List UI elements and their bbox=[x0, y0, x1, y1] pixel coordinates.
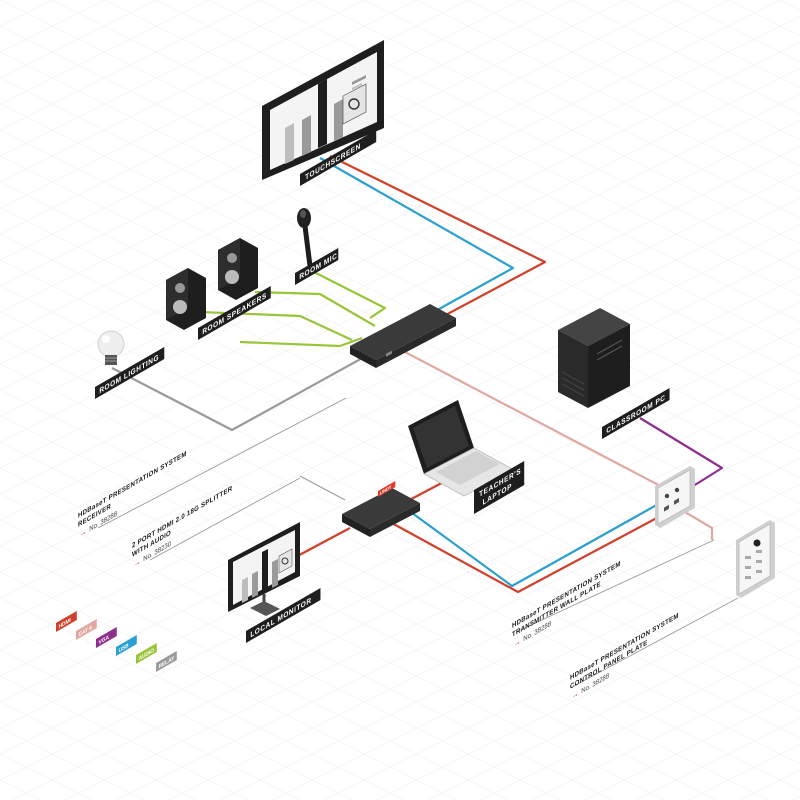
cable-touchscreen-usb bbox=[319, 157, 515, 315]
callout-lines bbox=[97, 397, 739, 687]
legend-label: VGA bbox=[99, 635, 109, 647]
cable-lighting-relay bbox=[111, 355, 367, 432]
transmitter-wall-plate-device bbox=[655, 466, 695, 528]
cable-mic-audio bbox=[309, 269, 387, 319]
legend-label: USB bbox=[119, 643, 129, 655]
legend-swatch bbox=[156, 651, 177, 672]
light-bulb-device bbox=[97, 330, 125, 365]
cable-speaker-audio-1 bbox=[254, 290, 376, 327]
hdmi-splitter-device: LINDY bbox=[342, 481, 420, 537]
classroom-pc-device bbox=[558, 308, 630, 408]
speaker-right bbox=[218, 238, 258, 300]
cable-receiver-cat6 bbox=[404, 351, 669, 491]
legend-swatch bbox=[136, 643, 157, 664]
local-monitor-device bbox=[228, 522, 300, 616]
legend-swatch bbox=[116, 635, 137, 656]
cable-relay-aux bbox=[299, 475, 346, 501]
splitter-logo: LINDY bbox=[380, 484, 392, 496]
control-plate-arrow-icon: → bbox=[572, 688, 579, 701]
legend-item-vga: VGA bbox=[96, 627, 117, 648]
speaker-left bbox=[166, 268, 206, 330]
touchscreen-device bbox=[262, 40, 384, 180]
cable-pc-vga bbox=[639, 417, 724, 489]
legend-swatch bbox=[96, 627, 117, 648]
cable-laptop-usb bbox=[407, 501, 663, 588]
receiver-arrow-icon: → bbox=[80, 526, 87, 539]
wall-plate-arrow-icon: → bbox=[514, 636, 521, 649]
microphone-device bbox=[297, 208, 313, 269]
legend-swatch bbox=[76, 619, 97, 640]
cable-wallplate-cat6 bbox=[684, 511, 714, 540]
control-panel-plate-device bbox=[736, 520, 775, 598]
cable-touchscreen-hdmi bbox=[329, 155, 547, 319]
cables bbox=[111, 155, 724, 594]
hdbaset-receiver-device bbox=[350, 304, 456, 368]
teacher-laptop-device bbox=[408, 400, 515, 497]
cable-speaker-audio-3 bbox=[239, 336, 363, 348]
splitter-arrow-icon: → bbox=[134, 556, 141, 569]
cable-splitter-to-wallplate bbox=[389, 511, 669, 594]
legend-swatch bbox=[56, 611, 77, 632]
legend-item-usb: USB bbox=[116, 635, 137, 656]
